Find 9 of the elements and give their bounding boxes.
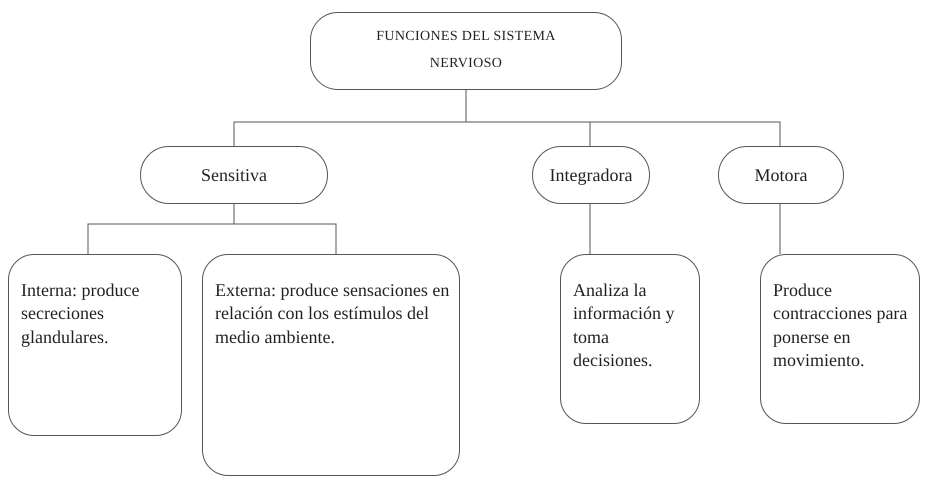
description-box: Interna: produce secreciones glandulares. [8, 254, 182, 436]
category-pill: Motora [718, 146, 844, 204]
connector-line [234, 204, 336, 254]
category-pill: Integradora [532, 146, 650, 204]
description-box: Analiza la información y toma decisiones. [560, 254, 700, 424]
description-box: Externa: produce sensaciones en relación con los estímulos del medio ambiente. [202, 254, 460, 476]
description-box: Produce contracciones para ponerse en movimiento. [760, 254, 920, 424]
category-pill: Sensitiva [140, 146, 328, 204]
title-box: FUNCIONES DEL SISTEMA NERVIOSO [310, 12, 622, 90]
